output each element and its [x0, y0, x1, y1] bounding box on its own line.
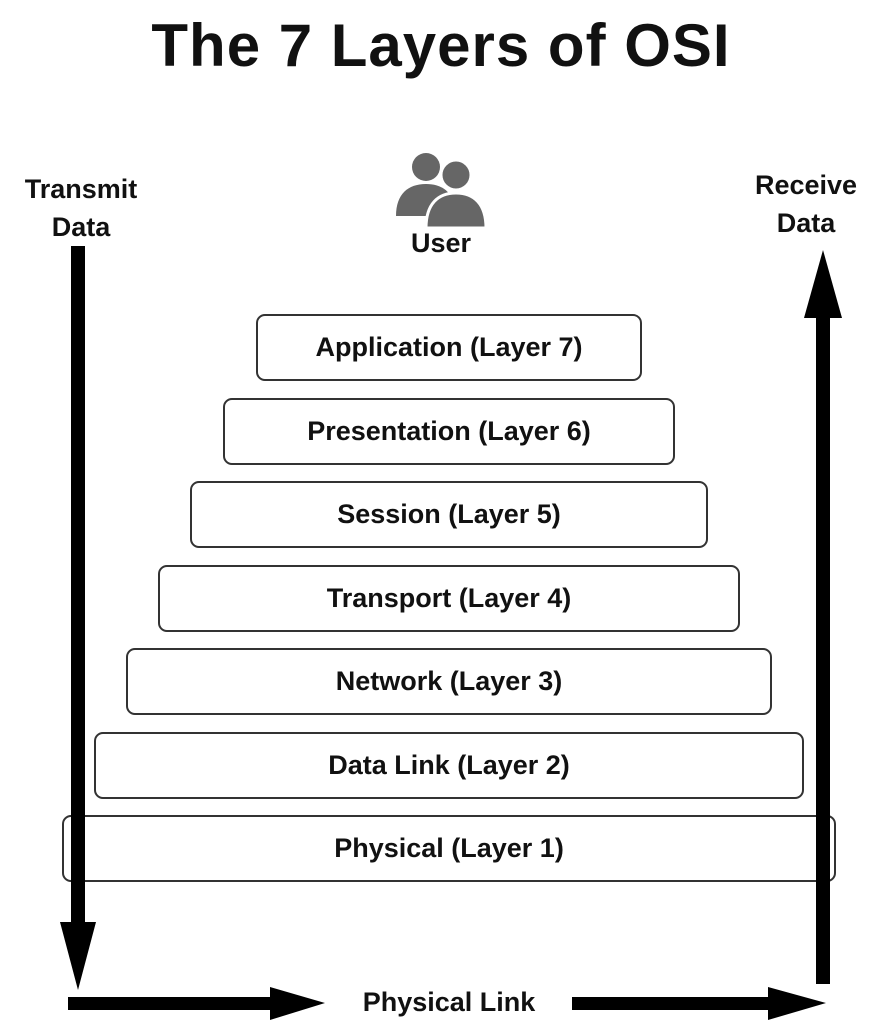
diagram-title: The 7 Layers of OSI	[151, 12, 731, 79]
transmit-data-label: Transmit Data	[6, 170, 156, 246]
layer-transport: Transport (Layer 4)	[158, 565, 740, 632]
users-icon	[396, 153, 488, 230]
physical-link-arrow-left	[68, 987, 325, 1020]
layer-physical: Physical (Layer 1)	[62, 815, 836, 882]
layer-session: Session (Layer 5)	[190, 481, 708, 548]
layer-data-link: Data Link (Layer 2)	[94, 732, 804, 799]
receive-arrow	[804, 250, 842, 984]
layer-presentation: Presentation (Layer 6)	[223, 398, 675, 465]
receive-data-label: Receive Data	[736, 166, 876, 242]
transmit-arrow	[60, 246, 96, 990]
user-label: User	[410, 228, 472, 258]
physical-link-label: Physical Link	[362, 987, 536, 1017]
receive-label-line2: Data	[776, 208, 836, 238]
transmit-label-line1: Transmit	[24, 174, 138, 204]
transmit-label-line2: Data	[51, 212, 111, 242]
receive-label-line1: Receive	[754, 170, 858, 200]
layer-network: Network (Layer 3)	[126, 648, 772, 715]
layer-application: Application (Layer 7)	[256, 314, 642, 381]
physical-link-arrow-right	[572, 987, 826, 1020]
